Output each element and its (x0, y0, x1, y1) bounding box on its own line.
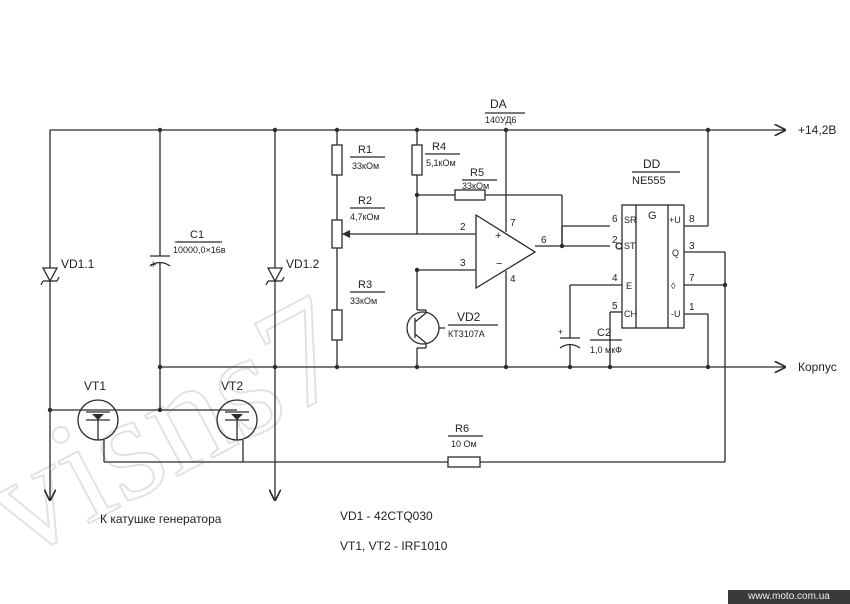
coil-label: К катушке генератора (100, 512, 222, 526)
timer-left-pin-num: 5 (612, 301, 618, 312)
timer-left-pin-num: 6 (612, 214, 618, 225)
diode-vd1-1 (40, 130, 60, 500)
timer-left-pin-name: CH (624, 309, 637, 319)
plus-supply-label: +14,2В (798, 123, 836, 137)
timer-left-pin-num: 2 (612, 235, 618, 246)
c2-label: C2 (597, 327, 611, 339)
timer-left-pin-name: SR (624, 215, 637, 225)
transistor-vd2 (406, 309, 445, 367)
opamp-pin-7: 7 (510, 218, 516, 229)
vd2-type: КТ3107А (448, 329, 485, 339)
r3-value: 33кОм (350, 296, 377, 306)
timer-g: G (648, 210, 657, 222)
capacitor-c2 (559, 312, 581, 367)
r2-value: 4,7кОм (350, 212, 380, 222)
c2-plus: + (558, 327, 563, 337)
korpus-label: Корпус (798, 360, 837, 374)
mosfet-vt1 (50, 367, 448, 463)
c1-label: C1 (190, 229, 204, 241)
vt1-label: VT1 (84, 379, 106, 393)
footer-url: www.moto.com.ua (728, 590, 850, 604)
resistor-r4 (411, 130, 476, 310)
opamp-minus: − (496, 258, 502, 270)
timer-right-pin-name: +U (669, 215, 681, 225)
dd-label: DD (643, 157, 661, 171)
note-vd1: VD1 - 42CTQ030 (340, 509, 433, 523)
opamp-pin-2: 2 (460, 222, 466, 233)
vd1-2-label: VD1.2 (286, 257, 320, 271)
r4-value: 5,1кОм (426, 158, 456, 168)
c2-value: 1,0 мкФ (590, 345, 622, 355)
capacitor-c1 (149, 130, 171, 367)
dd-type-label: NE555 (632, 175, 666, 187)
watermark: visns7 (0, 263, 374, 590)
timer-right-pin-name: -U (671, 309, 681, 319)
timer-left-pin-name: ST (624, 241, 636, 251)
resistor-r6 (447, 456, 725, 468)
opamp-pin-4: 4 (510, 274, 516, 285)
da-type-label: 140УД6 (485, 115, 516, 125)
note-vt: VT1, VT2 - IRF1010 (340, 539, 448, 553)
vt2-label: VT2 (221, 379, 243, 393)
r6-label: R6 (455, 423, 469, 435)
resistor-divider-r1-r3 (331, 130, 476, 367)
r1-label: R1 (358, 144, 372, 156)
timer-left-pin-name: E (626, 281, 632, 291)
vd2-label: VD2 (457, 310, 481, 324)
timer-left-pin-num: 4 (612, 273, 618, 284)
timer-right-pin-num: 8 (689, 214, 695, 225)
opamp-pin-3: 3 (460, 258, 466, 269)
timer-right-pin-name: ◊ (671, 281, 676, 291)
timer-right-pin-num: 3 (689, 241, 695, 252)
c1-plus: + (150, 259, 156, 271)
timer-right-pin-num: 1 (689, 302, 695, 313)
mosfet-vt2 (216, 399, 258, 462)
r3-label: R3 (358, 279, 372, 291)
junction-dots (47, 127, 728, 413)
timer-right-pin-name: Q (672, 248, 679, 258)
timer-right-pin-num: 7 (689, 273, 695, 284)
c1-value: 10000,0×16в (173, 245, 226, 255)
opamp-pin-6: 6 (541, 235, 547, 246)
da-label: DA (490, 97, 507, 111)
diode-vd1-2 (265, 130, 285, 500)
opamp-da (475, 130, 610, 367)
r5-label: R5 (470, 167, 484, 179)
r4-label: R4 (432, 141, 446, 153)
opamp-plus: + (495, 230, 501, 242)
r2-label: R2 (358, 195, 372, 207)
vd1-1-label: VD1.1 (61, 257, 95, 271)
r6-value: 10 Ом (451, 439, 477, 449)
r5-value: 33кОм (462, 181, 489, 191)
r1-value: 33кОм (352, 161, 379, 171)
